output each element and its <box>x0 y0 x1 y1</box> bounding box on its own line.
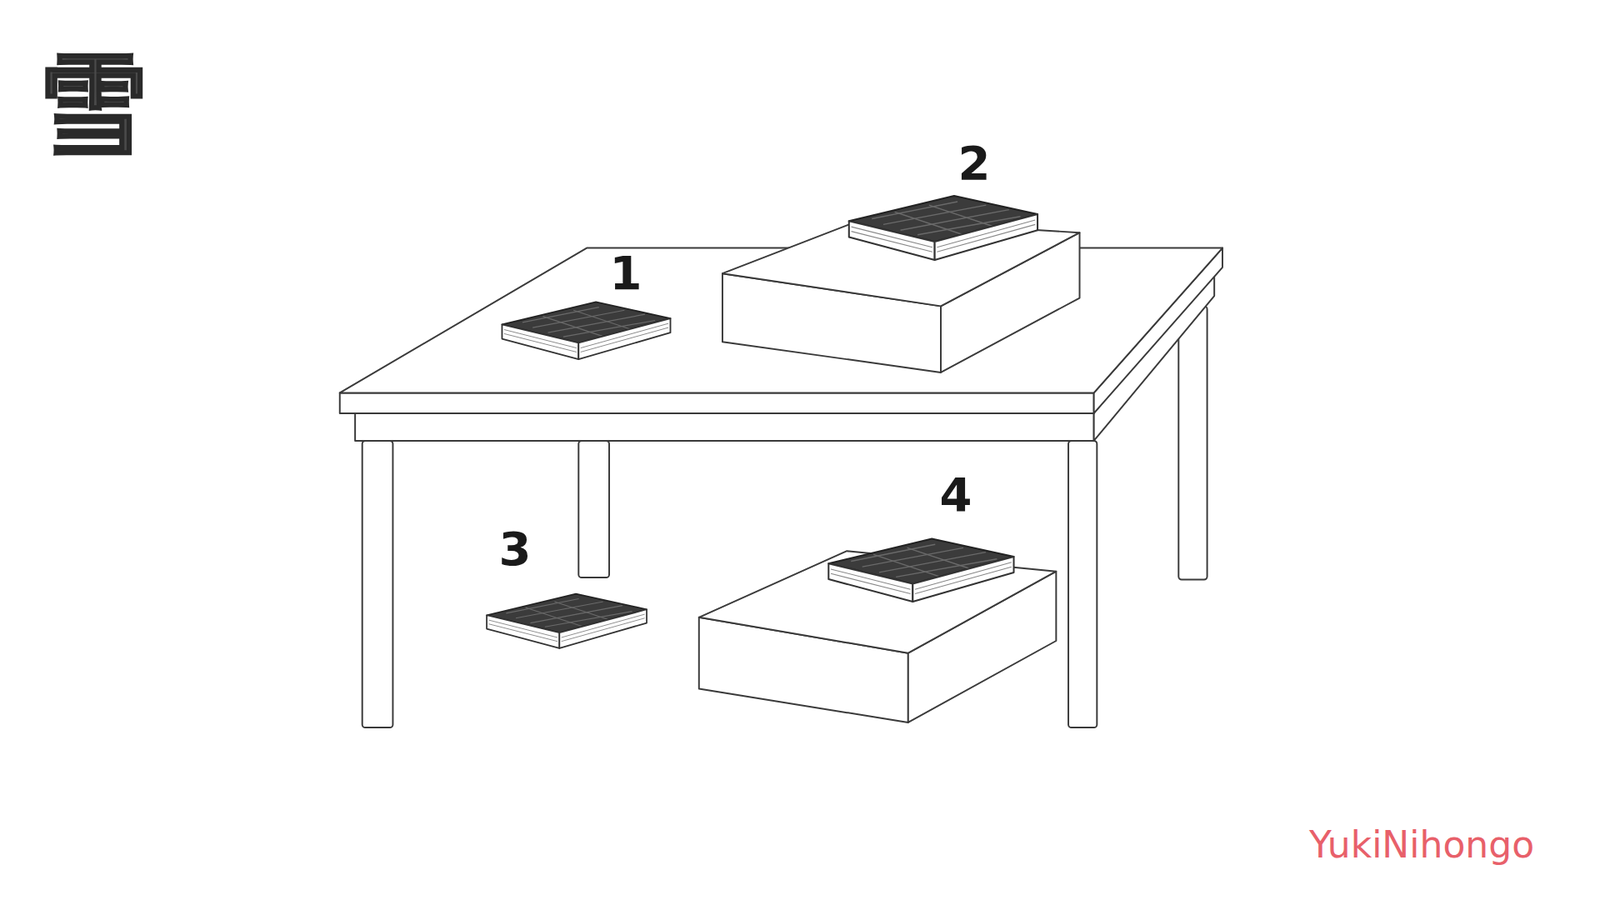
callout-number: 1 <box>610 250 643 297</box>
logo-kanji: 雪 <box>36 48 147 159</box>
callout-number: 2 <box>958 140 991 187</box>
callout-number: 4 <box>940 471 973 519</box>
callout-number: 3 <box>499 525 532 573</box>
watermark: YukiNihongo <box>1309 826 1535 864</box>
